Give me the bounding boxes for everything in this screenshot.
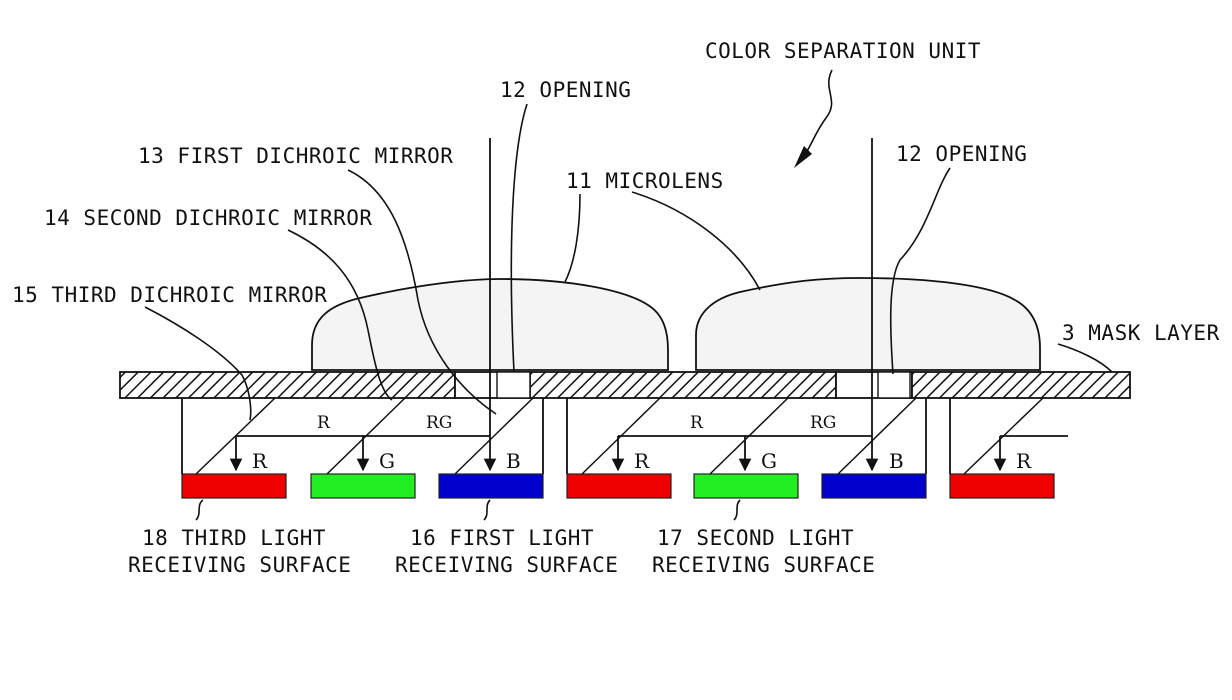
microlens-right bbox=[695, 277, 1041, 371]
surface-red-3 bbox=[949, 473, 1055, 499]
surface-signal-label: G bbox=[761, 449, 777, 473]
first-light-receiving-surface-label: 16 FIRST LIGHT bbox=[410, 526, 594, 550]
signal-rg-right: RG bbox=[810, 413, 836, 433]
signal-r-right: R bbox=[690, 413, 704, 433]
opening-left bbox=[496, 371, 531, 399]
surface-green-2 bbox=[693, 473, 799, 499]
surface-signal-label: B bbox=[506, 449, 521, 473]
third-light-receiving-surface-label: 18 THIRD LIGHT bbox=[142, 526, 326, 550]
first-dichroic-mirror-label: 13 FIRST DICHROIC MIRROR bbox=[138, 144, 453, 168]
first-dichroic-mirror-left bbox=[454, 397, 534, 475]
first-light-receiving-surface-label: RECEIVING SURFACE bbox=[395, 553, 618, 577]
surface-signal-label: B bbox=[889, 449, 904, 473]
opening-label-left: 12 OPENING bbox=[500, 78, 631, 102]
color-separation-unit-label: COLOR SEPARATION UNIT bbox=[705, 39, 981, 63]
second-light-receiving-surface-label: 17 SECOND LIGHT bbox=[657, 526, 854, 550]
second-light-receiving-surface-label: RECEIVING SURFACE bbox=[652, 553, 875, 577]
signal-rg-left: RG bbox=[426, 413, 452, 433]
separated-light-arrows bbox=[229, 436, 1007, 472]
light-receiving-surfaces bbox=[181, 473, 1055, 499]
mask-layer bbox=[119, 371, 1131, 399]
first-dichroic-mirror-mid bbox=[837, 397, 917, 475]
second-dichroic-mirror-label: 14 SECOND DICHROIC MIRROR bbox=[44, 206, 373, 230]
third-dichroic-mirror-label: 15 THIRD DICHROIC MIRROR bbox=[12, 283, 327, 307]
third-light-receiving-surface-label: RECEIVING SURFACE bbox=[128, 553, 351, 577]
surface-blue-2 bbox=[821, 473, 927, 499]
cell-walls bbox=[181, 398, 951, 474]
mask-layer-label: 3 MASK LAYER bbox=[1062, 321, 1220, 345]
surface-signal-label: R bbox=[252, 449, 268, 473]
leader-lines bbox=[144, 69, 1113, 521]
surface-red-2 bbox=[566, 473, 672, 499]
surface-red-1 bbox=[181, 473, 287, 499]
microlens-label: 11 MICROLENS bbox=[566, 169, 724, 193]
opening-label-right: 12 OPENING bbox=[896, 142, 1027, 166]
surface-signal-label: G bbox=[379, 449, 395, 473]
opening-right bbox=[877, 371, 911, 399]
surface-green-1 bbox=[310, 473, 416, 499]
surface-signal-label: R bbox=[634, 449, 650, 473]
surface-signal-label: R bbox=[1016, 449, 1032, 473]
surface-blue-1 bbox=[438, 473, 544, 499]
signal-r-left: R bbox=[317, 413, 331, 433]
